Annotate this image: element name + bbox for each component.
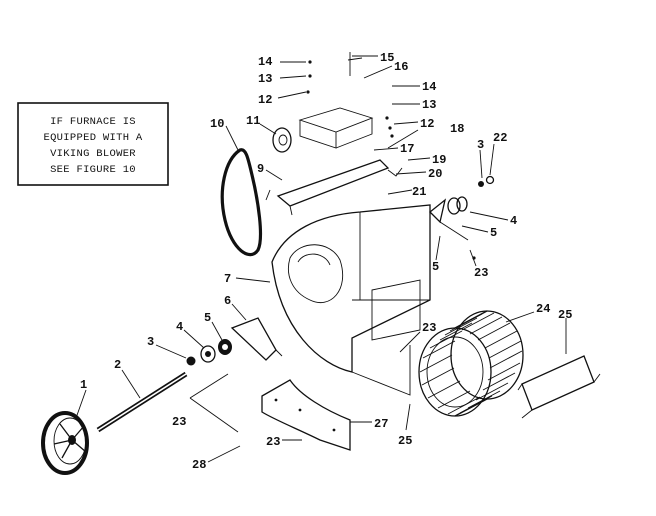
callout-23-left: 23 <box>172 415 186 429</box>
callout-5-left: 5 <box>204 311 211 325</box>
callout-14-right: 14 <box>422 80 436 94</box>
motor-support-top <box>298 52 394 149</box>
callout-1: 1 <box>80 378 87 392</box>
callout-17: 17 <box>400 142 414 156</box>
blower-wheel <box>418 310 524 417</box>
leader-lines <box>75 55 567 463</box>
callout-21: 21 <box>412 185 426 199</box>
callout-23-lower: 23 <box>266 435 280 449</box>
note-line-4: SEE FIGURE 10 <box>50 164 136 176</box>
callout-11: 11 <box>246 114 260 128</box>
callout-7: 7 <box>224 272 231 286</box>
callout-labels: 1 2 3 4 5 6 7 9 10 11 12 13 14 15 16 14 … <box>80 51 572 472</box>
callout-23-right: 23 <box>474 266 488 280</box>
callout-25-right: 25 <box>558 308 572 322</box>
callout-18: 18 <box>450 122 464 136</box>
callout-13-top: 13 <box>258 72 272 86</box>
callout-10: 10 <box>210 117 224 131</box>
callout-12-right: 12 <box>420 117 434 131</box>
motor-pulley <box>272 127 292 153</box>
callout-22: 22 <box>493 131 507 145</box>
callout-4-left: 4 <box>176 320 183 334</box>
callout-24: 24 <box>536 302 550 316</box>
callout-16: 16 <box>394 60 408 74</box>
blower-housing <box>271 204 431 396</box>
callout-3-right: 3 <box>477 138 484 152</box>
callout-14-top: 14 <box>258 55 272 69</box>
note-box: IF FURNACE IS EQUIPPED WITH A VIKING BLO… <box>17 102 169 186</box>
callout-5-right: 5 <box>490 226 497 240</box>
callout-3-left: 3 <box>147 335 154 349</box>
callout-2: 2 <box>114 358 121 372</box>
note-line-1: IF FURNACE IS <box>50 116 136 128</box>
blower-pulley <box>41 411 89 475</box>
access-panel <box>517 355 601 419</box>
callout-13-right: 13 <box>422 98 436 112</box>
callout-23-center: 23 <box>422 321 436 335</box>
callout-12-top: 12 <box>258 93 272 107</box>
callout-27: 27 <box>374 417 388 431</box>
callout-4-right: 4 <box>510 214 517 228</box>
note-line-2: EQUIPPED WITH A <box>43 132 142 144</box>
callout-26-bottom: 25 <box>398 434 412 448</box>
callout-28: 28 <box>192 458 206 472</box>
callout-9: 9 <box>257 162 264 176</box>
shaft <box>96 371 188 433</box>
callout-19: 19 <box>432 153 446 167</box>
callout-15: 15 <box>380 51 394 65</box>
belt <box>220 148 263 257</box>
note-line-3: VIKING BLOWER <box>50 148 136 160</box>
bracket-plate <box>261 379 351 451</box>
left-bearing-parts <box>186 317 283 366</box>
callout-20: 20 <box>428 167 442 181</box>
callout-5-mid: 5 <box>432 260 439 274</box>
callout-6: 6 <box>224 294 231 308</box>
motor-mount-bracket <box>265 159 390 216</box>
